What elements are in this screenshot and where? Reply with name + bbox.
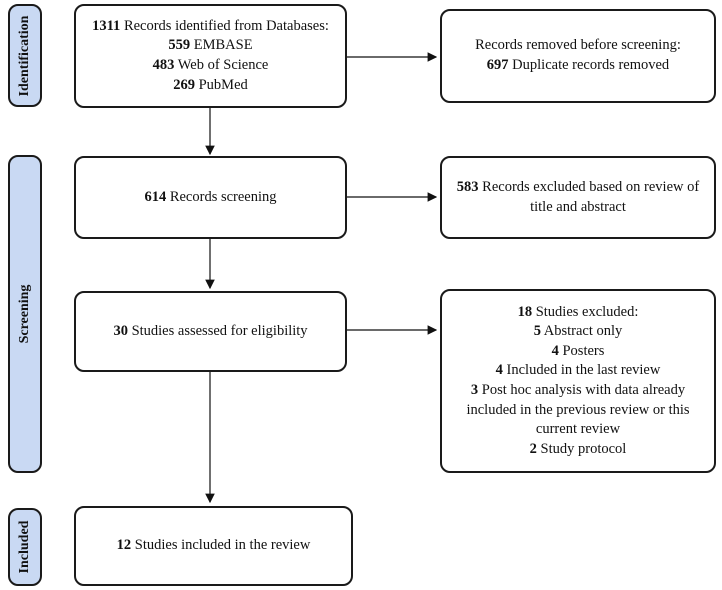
embase-line: 559 EMBASE	[168, 37, 253, 54]
studies-included-line: 12 Studies included in the review	[116, 537, 311, 554]
studies-excluded-box: 18 Studies excluded: 5 Abstract only 4 P…	[440, 289, 716, 473]
eligibility-box: 30 Studies assessed for eligibility	[74, 291, 347, 372]
records-excluded-line: 583 Records excluded based on review of	[456, 178, 700, 195]
stage-screening: Screening	[8, 155, 42, 473]
post-hoc-line-3: current review	[535, 421, 621, 438]
records-removed-box: Records removed before screening: 697 Du…	[440, 9, 716, 103]
post-hoc-line: 3 Post hoc analysis with data already	[470, 382, 686, 398]
stage-included: Included	[8, 508, 42, 586]
studies-excluded-title: 18 Studies excluded:	[517, 303, 639, 320]
study-protocol-line: 2 Study protocol	[529, 440, 627, 457]
records-identified-box: 1311 Records identified from Databases: …	[74, 4, 347, 108]
duplicates-removed-line: 697 Duplicate records removed	[486, 57, 670, 73]
records-screening-box: 614 Records screening	[74, 156, 347, 239]
records-excluded-box: 583 Records excluded based on review of …	[440, 156, 716, 239]
records-identified-line: 1311 Records identified from Databases:	[92, 17, 329, 34]
post-hoc-line-2: included in the previous review or this	[466, 401, 690, 418]
records-removed-title: Records removed before screening:	[475, 37, 681, 54]
abstract-only-line: 5 Abstract only	[533, 323, 623, 340]
eligibility-line: 30 Studies assessed for eligibility	[113, 322, 308, 339]
posters-line: 4 Posters	[551, 342, 605, 359]
records-screening-line: 614 Records screening	[144, 188, 277, 205]
web-of-science-line: 483 Web of Science	[152, 57, 269, 73]
stage-identification: Identification	[8, 4, 42, 107]
pubmed-line: 269 PubMed	[173, 76, 248, 93]
last-review-line: 4 Included in the last review	[495, 362, 661, 379]
studies-included-box: 12 Studies included in the review	[74, 506, 353, 586]
records-excluded-line-2: title and abstract	[530, 198, 626, 215]
